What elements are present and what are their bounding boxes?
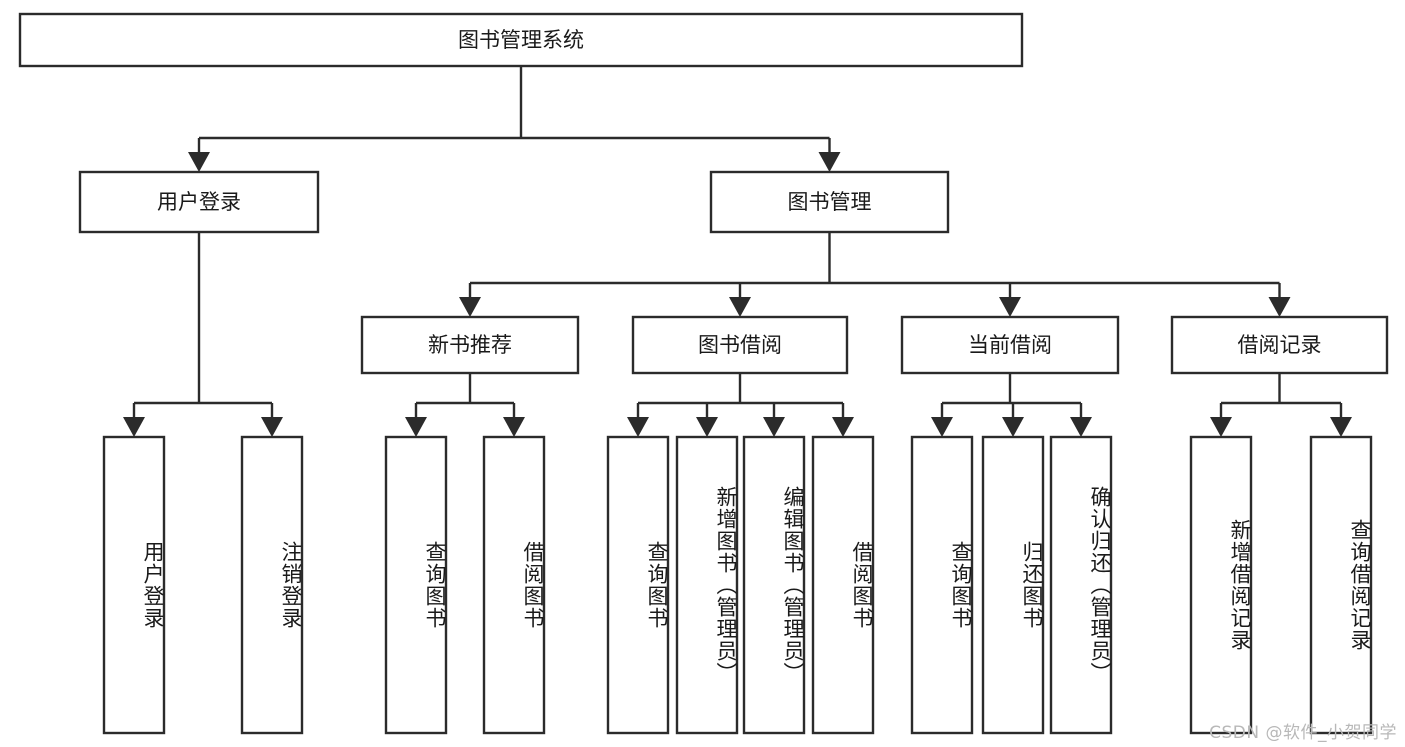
arrow-head-icon — [261, 417, 283, 437]
arrow-head-icon — [818, 152, 841, 172]
arrow-head-icon — [763, 417, 785, 437]
node-box-leaf-confirm-return[interactable] — [1049, 435, 1113, 735]
node-box-borrow-record[interactable] — [1170, 315, 1389, 375]
arrow-head-icon — [405, 417, 427, 437]
node-box-leaf-edit-book[interactable] — [742, 435, 806, 735]
arrow-head-icon — [1070, 417, 1092, 437]
node-label-root: 图书管理系统 — [458, 28, 584, 52]
arrow-head-icon — [503, 417, 525, 437]
node-box-current-borrow[interactable] — [900, 315, 1120, 375]
arrow-head-icon — [1268, 297, 1291, 317]
arrow-head-icon — [832, 417, 854, 437]
node-box-root[interactable] — [18, 12, 1024, 68]
node-box-leaf-borrow-book-rec[interactable] — [482, 435, 546, 735]
node-label-new-book-rec: 新书推荐 — [428, 333, 512, 357]
node-box-user-login[interactable] — [78, 170, 320, 234]
arrow-head-icon — [188, 152, 210, 172]
node-box-book-manage[interactable] — [709, 170, 950, 234]
node-box-book-borrow[interactable] — [631, 315, 849, 375]
node-box-leaf-add-record[interactable] — [1189, 435, 1253, 735]
arrow-head-icon — [729, 297, 751, 317]
node-box-leaf-query-record[interactable] — [1309, 435, 1373, 735]
node-box-leaf-borrow-book[interactable] — [811, 435, 875, 735]
node-label-book-manage: 图书管理 — [788, 190, 872, 214]
node-label-user-login: 用户登录 — [157, 190, 241, 214]
node-label-current-borrow: 当前借阅 — [968, 333, 1052, 357]
arrow-head-icon — [1210, 417, 1232, 437]
node-box-leaf-query-book-cur[interactable] — [910, 435, 974, 735]
node-box-new-book-rec[interactable] — [360, 315, 580, 375]
connectors-layer — [123, 66, 1352, 437]
node-box-leaf-add-book[interactable] — [675, 435, 739, 735]
arrow-head-icon — [931, 417, 953, 437]
arrow-head-icon — [999, 297, 1021, 317]
arrow-head-icon — [696, 417, 718, 437]
arrow-head-icon — [123, 417, 145, 437]
node-box-leaf-query-book-rec[interactable] — [384, 435, 448, 735]
node-label-book-borrow: 图书借阅 — [698, 333, 782, 357]
arrow-head-icon — [1330, 417, 1352, 437]
arrow-head-icon — [627, 417, 649, 437]
watermark-credit: CSDN @软件_小贺同学 — [1209, 723, 1397, 743]
arrow-head-icon — [1002, 417, 1024, 437]
node-label-borrow-record: 借阅记录 — [1238, 333, 1322, 357]
boxes-layer — [18, 12, 1389, 735]
node-box-leaf-user-login[interactable] — [102, 435, 166, 735]
node-box-leaf-logout[interactable] — [240, 435, 304, 735]
node-box-leaf-query-book-borrow[interactable] — [606, 435, 670, 735]
node-box-leaf-return-book[interactable] — [981, 435, 1045, 735]
arrow-head-icon — [459, 297, 481, 317]
